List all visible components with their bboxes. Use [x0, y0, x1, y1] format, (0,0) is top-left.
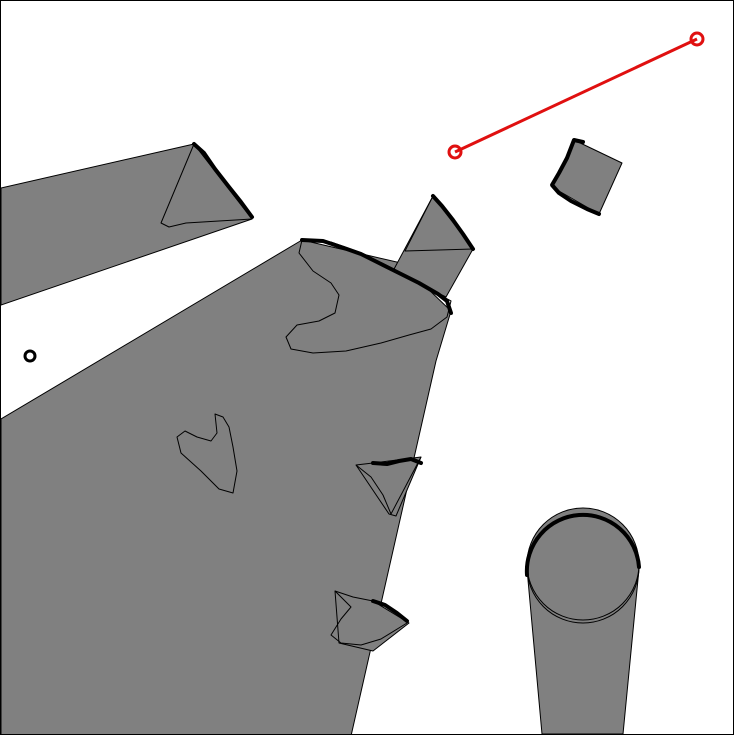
ray-end-handle[interactable]	[689, 31, 705, 47]
lit-edge-boomerang	[300, 238, 453, 315]
obstacle-circle-outline	[526, 566, 640, 624]
lit-edge-circle	[524, 512, 641, 577]
obstacle-circle	[526, 507, 640, 621]
shadow-notch-middle	[355, 456, 422, 517]
shadow-notch-lower	[334, 590, 410, 652]
lit-edge-triangle-left	[192, 142, 254, 219]
obstacle-notch-middle	[355, 456, 422, 515]
obstacle-triangle-center	[404, 195, 474, 252]
lit-edge-square	[550, 138, 601, 216]
lit-edge-triangle-center	[431, 194, 475, 251]
lit-edge-notch-middle	[371, 457, 423, 466]
player-marker[interactable]	[23, 349, 37, 363]
light-ray	[454, 37, 698, 154]
obstacle-square	[551, 139, 623, 215]
obstacle-notch-lower	[330, 590, 408, 646]
lit-edge-notch-lower	[371, 599, 409, 623]
ray-start-handle[interactable]	[447, 144, 463, 160]
obstacle-hook	[176, 413, 238, 494]
